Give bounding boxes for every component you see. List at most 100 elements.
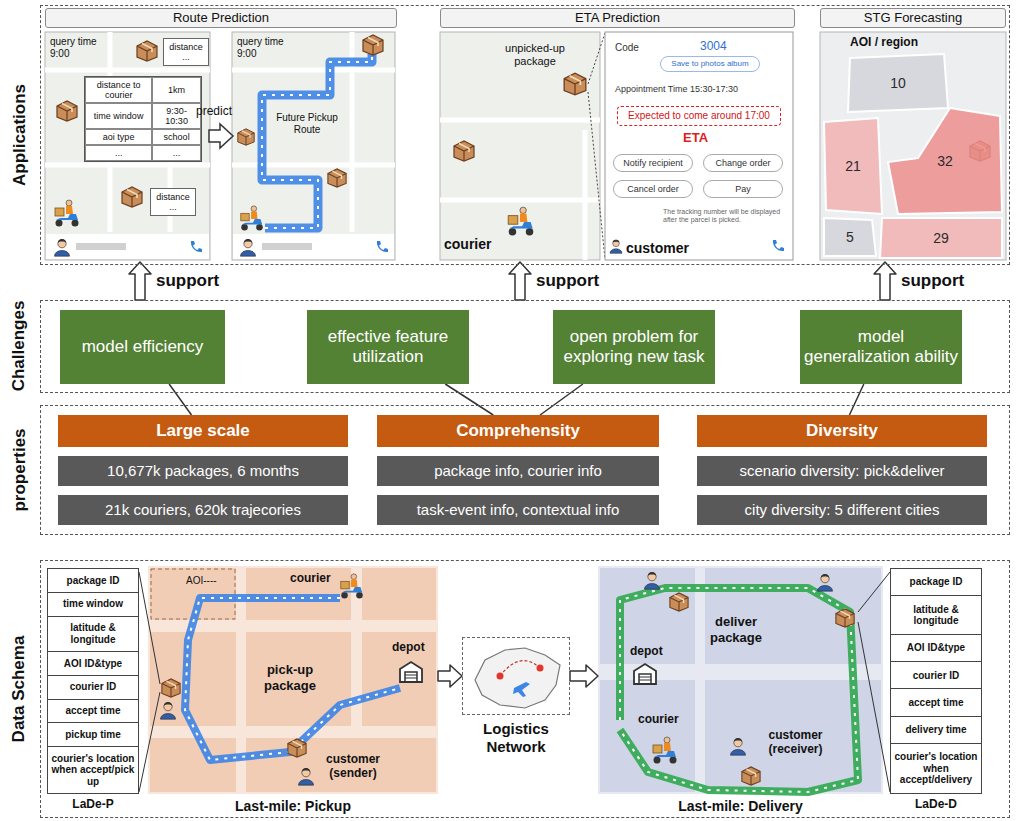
schema-field: package ID	[891, 569, 981, 596]
box-text: Diversity	[806, 421, 878, 441]
predict-arrow	[209, 124, 233, 148]
eta-map-part	[440, 32, 600, 260]
feature-table: distance to courier1kmtime window9:30-10…	[84, 76, 202, 162]
schema-field: AOI ID&type	[48, 652, 138, 676]
pickup-map-part-part	[150, 738, 236, 792]
schema-field: accept time	[48, 700, 138, 724]
map-label: query time 9:00	[50, 36, 106, 60]
block-arrow-shape	[874, 262, 896, 300]
schema-field: courier's location when accept/pick up	[48, 747, 138, 793]
eta-map	[440, 32, 605, 260]
pickup-map-part-part	[362, 568, 436, 620]
property-item: 21k couriers, 620k trajecories	[58, 495, 348, 525]
table-cell: 9:30-10:30	[152, 103, 201, 129]
connector-path	[849, 384, 863, 415]
delivery-map-part	[858, 572, 890, 792]
delivery-map-area: Last-mile: Delivery	[598, 566, 883, 794]
route-screen-after-part	[377, 241, 388, 252]
pickup-map-part	[162, 679, 180, 697]
table-cell: distance to courier	[85, 77, 152, 103]
map-label: courier	[290, 571, 331, 585]
phone-frame-part	[773, 240, 784, 251]
route-screen-after-part	[262, 54, 372, 228]
schema-field: latitude & longitude	[891, 596, 981, 635]
pickup-map-part	[299, 768, 314, 785]
pickup-map-part	[161, 702, 176, 719]
box-text: Comprehensity	[456, 421, 580, 441]
connector-line	[540, 384, 583, 415]
region-number: 10	[890, 75, 906, 91]
map-label: customer (sender)	[318, 752, 388, 781]
block-arrow	[570, 665, 598, 687]
challenge-box: model efficiency	[60, 310, 225, 384]
delivery-map-part	[731, 738, 746, 755]
china-map-part	[537, 665, 544, 672]
map-label: query time 9:00	[237, 36, 293, 60]
stg-map	[820, 32, 1006, 260]
map-caption: Last-mile: Delivery	[598, 798, 883, 814]
connector-line	[849, 384, 863, 415]
route-screen-after-part	[328, 169, 346, 187]
region-number: 29	[933, 230, 949, 246]
region-polygon: 5	[824, 218, 876, 256]
route-screen-before	[45, 32, 210, 260]
panel-header: Route Prediction	[45, 8, 397, 28]
property-item: task-event info, contextual info	[377, 495, 659, 525]
schema-field: pickup time	[48, 723, 138, 747]
pickup-map-part	[185, 598, 400, 760]
eta-box: Expected to come around 17:00	[617, 106, 781, 126]
map-label: depot	[392, 640, 425, 654]
table-cell: aoi type	[85, 129, 152, 145]
box-text: package info, courier info	[434, 462, 602, 479]
box-text: task-event info, contextual info	[417, 501, 620, 518]
map-label: AOI----	[186, 575, 217, 587]
route-screen-before-part	[76, 243, 126, 250]
schema-list: package IDtime windowlatitude & longitud…	[47, 568, 139, 794]
region-polygon: 32	[888, 108, 1002, 214]
phone-frame-part	[610, 240, 622, 254]
pickup-map-part	[148, 566, 438, 794]
application-panel: ETA PredictionCode3004Appointment Time 1…	[440, 8, 795, 262]
block-arrow	[874, 262, 896, 300]
dataset-name: LaDe-D	[885, 797, 987, 811]
route-screen-before-part	[45, 32, 210, 232]
property-item: 10,677k packages, 6 months	[58, 456, 348, 486]
section-band: Challengesmodel efficiencyeffective feat…	[40, 300, 1010, 393]
section-band: Data Schemapackage IDtime windowlatitude…	[40, 560, 1010, 818]
challenge-box: effective feature utilization	[307, 310, 469, 384]
section-band: propertiesLarge scaleComprehensityDivers…	[40, 405, 1010, 535]
property-header: Large scale	[58, 415, 348, 447]
delivery-map-part	[620, 588, 858, 792]
pickup-map-part	[341, 574, 363, 599]
screen-text: 3004	[700, 39, 727, 53]
route-screen-after-part	[363, 35, 383, 55]
challenge-box: open problem for exploring new task	[553, 310, 715, 384]
save-pill: Save to photos album	[660, 56, 760, 72]
box-text: model efficiency	[82, 337, 204, 357]
screen-text: The tracking number will be displayed af…	[663, 208, 785, 224]
region-polygon: 29	[880, 218, 1002, 258]
route-screen-before-part	[57, 101, 77, 121]
china-map-part	[497, 673, 504, 680]
map-label: predict	[196, 104, 232, 118]
box-text: Save to photos album	[671, 59, 748, 68]
route-screen-after-part	[241, 239, 256, 256]
china-map-part	[475, 648, 560, 708]
table-cell: ...	[85, 145, 152, 161]
screen-text: Appointment Time 15:30-17:30	[615, 84, 738, 94]
route-screen-after-part	[262, 243, 312, 250]
map-label: depot	[630, 644, 663, 658]
china-map-part	[500, 661, 540, 676]
pickup-map	[139, 566, 438, 794]
delivery-map-part	[818, 574, 833, 591]
property-item: city diversity: 5 different cities	[697, 495, 987, 525]
box-text: effective feature utilization	[310, 327, 466, 366]
route-screen-after-part	[238, 129, 254, 145]
schema-field: delivery time	[891, 717, 981, 744]
region-polygon: 21	[824, 118, 882, 214]
schema-field: package ID	[48, 569, 138, 593]
pickup-map-part-part	[150, 632, 236, 726]
route-screen-before-part	[45, 32, 210, 260]
region-shape	[888, 108, 1002, 214]
